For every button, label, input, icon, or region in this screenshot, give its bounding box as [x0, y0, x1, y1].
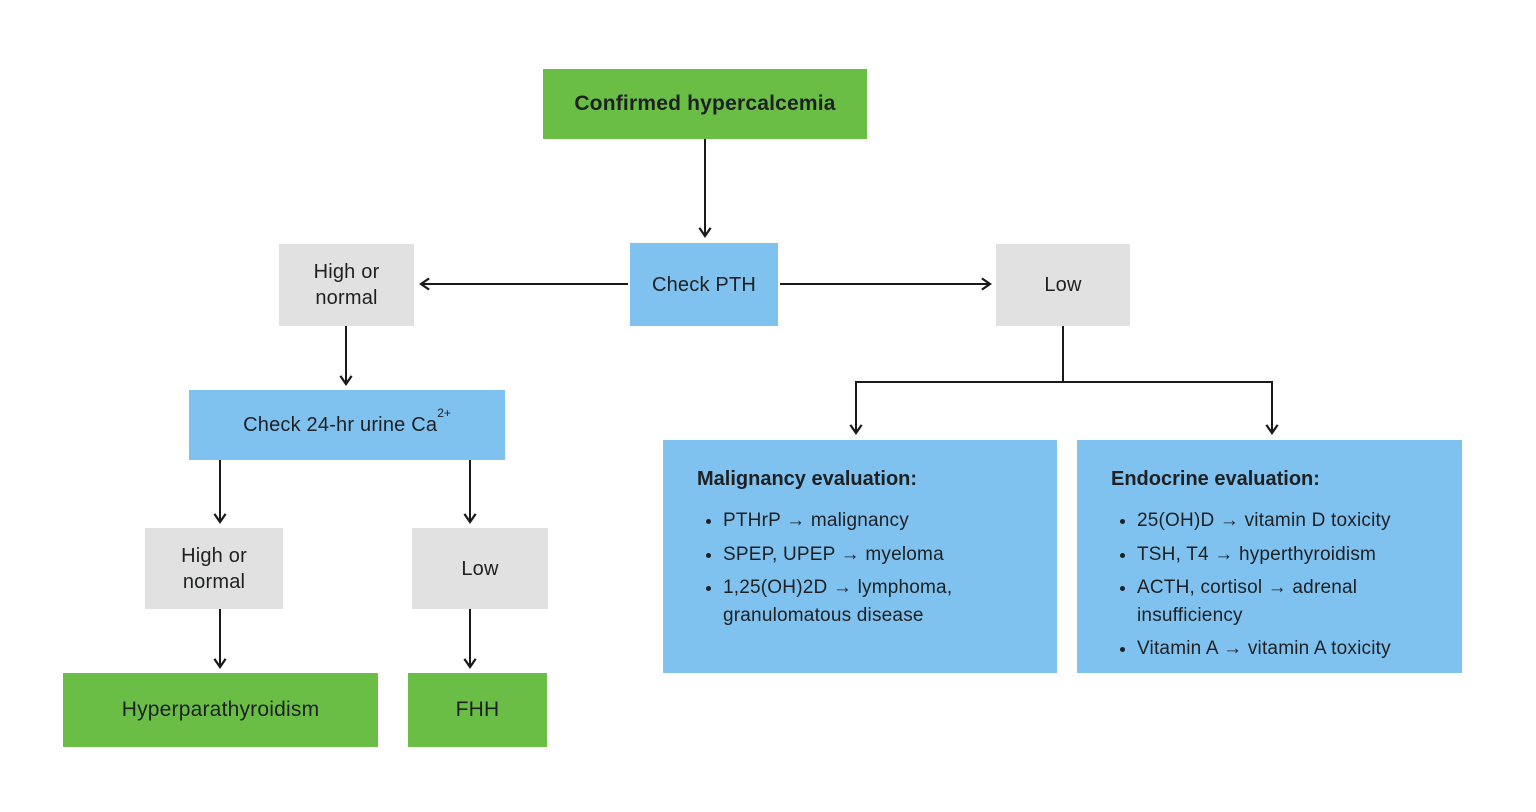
panel-malignancy-evaluation: Malignancy evaluation: PTHrP → malignanc…: [663, 440, 1057, 673]
list-item: Vitamin A → vitamin A toxicity: [1137, 635, 1436, 663]
endocrine-evaluation-list: 25(OH)D → vitamin D toxicity TSH, T4 → h…: [1111, 507, 1436, 663]
node-fhh: FHH: [408, 673, 547, 747]
list-item: SPEP, UPEP → myeloma: [723, 541, 1031, 569]
list-item: PTHrP → malignancy: [723, 507, 1031, 535]
panel-endocrine-evaluation: Endocrine evaluation: 25(OH)D → vitamin …: [1077, 440, 1462, 673]
list-item: 1,25(OH)2D → lymphoma, granulomatous dis…: [723, 574, 1031, 629]
list-item: 25(OH)D → vitamin D toxicity: [1137, 507, 1436, 535]
node-urine-high-or-normal-label: High or normal: [181, 544, 247, 593]
node-check-24hr-urine-ca-label: Check 24-hr urine Ca2+: [243, 405, 451, 436]
node-pth-low-label: Low: [1044, 274, 1082, 296]
node-urine-low-label: Low: [461, 557, 499, 580]
node-urine-low: Low: [412, 528, 548, 609]
node-pth-high-or-normal: High or normal: [279, 244, 414, 326]
malignancy-evaluation-title: Malignancy evaluation:: [697, 468, 918, 490]
node-pth-low: Low: [996, 244, 1130, 326]
node-hyperparathyroidism-label: Hyperparathyroidism: [121, 698, 320, 722]
ca-superscript: 2+: [437, 405, 451, 420]
node-urine-high-or-normal: High or normal: [145, 528, 283, 609]
node-check-pth: Check PTH: [630, 243, 778, 326]
node-confirmed-hypercalcemia: Confirmed hypercalcemia: [543, 69, 867, 139]
node-confirmed-label: Confirmed hypercalcemia: [574, 92, 836, 116]
malignancy-evaluation-list: PTHrP → malignancy SPEP, UPEP → myeloma …: [697, 507, 1031, 629]
node-pth-high-or-normal-label: High or normal: [313, 261, 380, 309]
node-fhh-label: FHH: [455, 698, 500, 722]
node-check-pth-label: Check PTH: [651, 273, 757, 296]
node-hyperparathyroidism: Hyperparathyroidism: [63, 673, 378, 747]
list-item: TSH, T4 → hyperthyroidism: [1137, 541, 1436, 569]
list-item: ACTH, cortisol → adrenal insufficiency: [1137, 574, 1436, 629]
node-check-24hr-urine-ca: Check 24-hr urine Ca2+: [189, 390, 505, 460]
endocrine-evaluation-title: Endocrine evaluation:: [1111, 468, 1320, 490]
